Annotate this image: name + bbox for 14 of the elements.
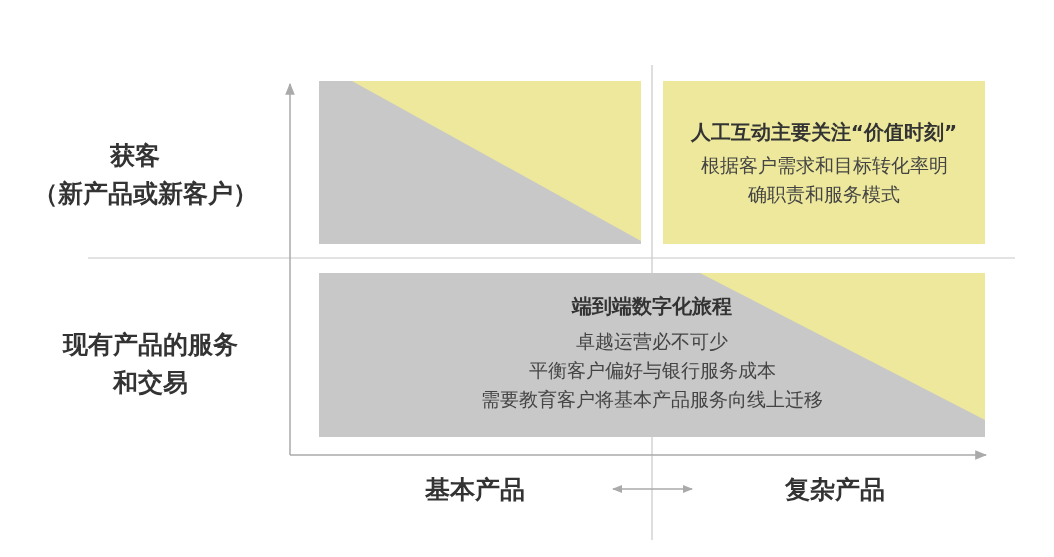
quadrant-box — [319, 273, 985, 437]
row-label: 现有产品的服务和交易 — [61, 329, 239, 399]
box-text: 需要教育客户将基本产品服务向线上迁移 — [481, 387, 823, 412]
box-text: 卓越运营必不可少 — [576, 329, 728, 354]
quadrant-box — [663, 81, 985, 244]
quadrant-box — [319, 81, 641, 244]
box-text: 根据客户需求和目标转化率明确职责和服务模式 — [699, 153, 949, 207]
row-label: 获客 — [109, 140, 161, 172]
column-label: 复杂产品 — [784, 474, 886, 506]
row-label: （新产品或新客户） — [31, 178, 259, 210]
box-heading: 端到端数字化旅程 — [572, 293, 732, 320]
column-label: 基本产品 — [424, 474, 526, 506]
box-text: 平衡客户偏好与银行服务成本 — [528, 358, 776, 383]
box-heading: 人工互动主要关注“价值时刻” — [690, 119, 958, 146]
